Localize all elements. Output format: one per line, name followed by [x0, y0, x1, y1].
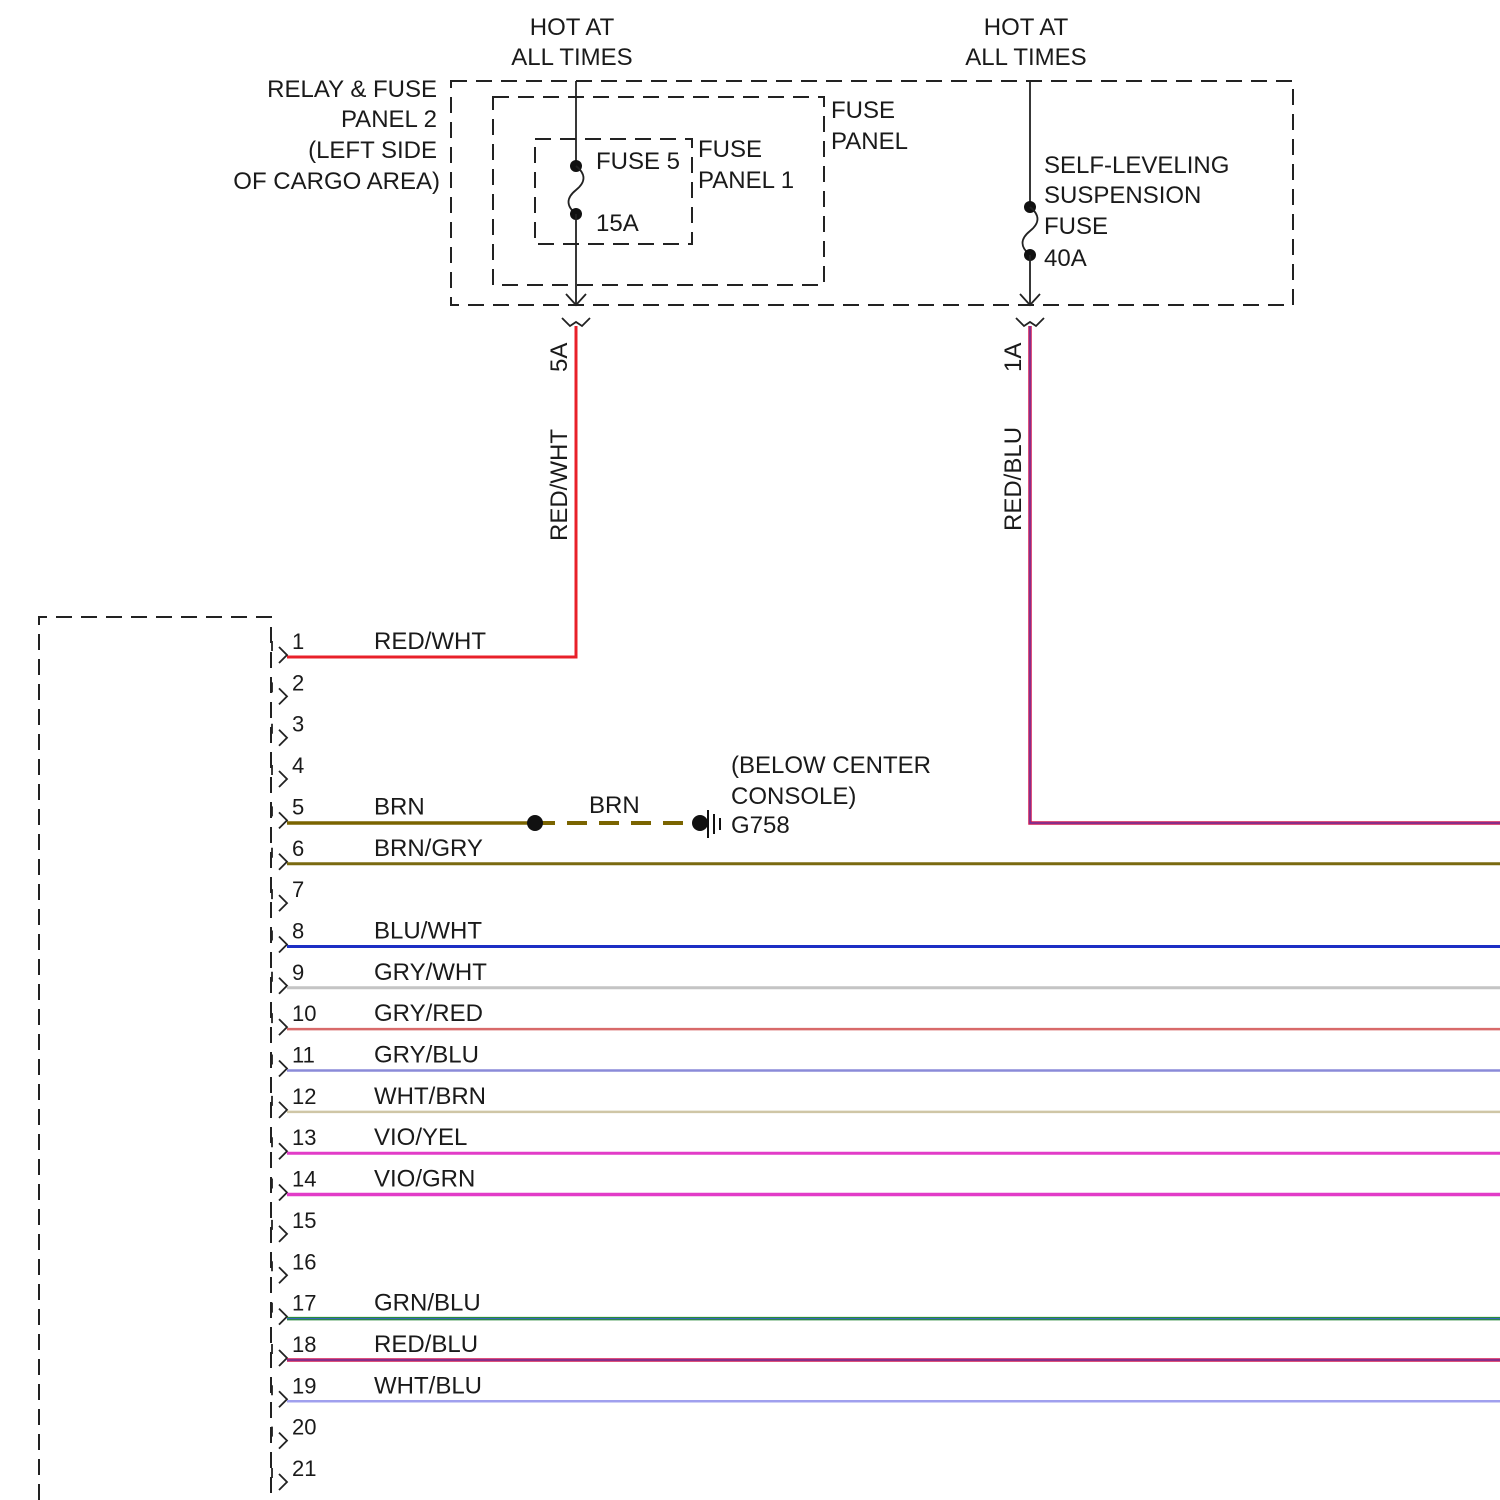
pin-connector-icon	[272, 1055, 287, 1077]
fuse-panel-label: FUSE	[831, 97, 895, 124]
svg-text:SUSPENSION: SUSPENSION	[1044, 182, 1201, 209]
splice-dot	[527, 815, 543, 831]
pin-connector-icon	[272, 682, 287, 704]
pin-connector-icon	[272, 848, 287, 870]
wire-label: GRY/BLU	[374, 1042, 479, 1069]
pin-connector-icon	[272, 1385, 287, 1407]
svg-text:RELAY & FUSE: RELAY & FUSE	[267, 76, 437, 103]
fuse-panel-1-label: FUSE	[698, 136, 762, 163]
pin-number: 8	[292, 918, 304, 943]
wire-label: BLU/WHT	[374, 917, 482, 944]
pin-connector-icon	[272, 1468, 287, 1490]
pin-number: 10	[292, 1001, 316, 1026]
wire-label: GRY/WHT	[374, 959, 487, 986]
fuse-panel-1-label: PANEL 1	[698, 167, 794, 194]
wire-label: VIO/GRN	[374, 1166, 475, 1193]
ground-id-label: G758	[731, 812, 790, 839]
hot-at-all-times-right-label: HOT AT	[984, 14, 1069, 41]
connector-5a-icon	[562, 318, 590, 326]
fuse-5-rating: 15A	[596, 210, 639, 237]
wire-label: WHT/BRN	[374, 1083, 486, 1110]
svg-text:40A: 40A	[1044, 245, 1087, 272]
ground-g758-icon	[708, 810, 720, 838]
pin-number: 6	[292, 836, 304, 861]
pin-number: 19	[292, 1373, 316, 1398]
pin-number: 2	[292, 670, 304, 695]
pin-number: 18	[292, 1332, 316, 1357]
wire-label: GRY/RED	[374, 1000, 483, 1027]
svg-text:FUSE: FUSE	[1044, 213, 1108, 240]
pin-connector-icon	[272, 972, 287, 994]
wire-red-wht-vertical	[287, 326, 576, 657]
pin-connector-icon	[272, 1303, 287, 1325]
fuse-5-label: FUSE 5	[596, 148, 680, 175]
pin-number: 20	[292, 1415, 316, 1440]
wire-label-red-blu-vertical: RED/BLU	[1000, 427, 1027, 531]
wire-label-brn-ground: BRN	[589, 792, 640, 819]
connector-pin-5a: 5A	[546, 343, 573, 372]
relay-fuse-panel-2-label: RELAY & FUSE PANEL 2 (LEFT SIDE OF CARGO…	[233, 76, 440, 195]
pin-number: 16	[292, 1249, 316, 1274]
pin-connector-icon	[272, 1096, 287, 1118]
wire-label: WHT/BLU	[374, 1372, 482, 1399]
wire-label: BRN/GRY	[374, 835, 483, 862]
wire-red-blu-vertical-stripe	[1030, 326, 1500, 823]
pin-connector-icon	[272, 1344, 287, 1366]
pin-number: 21	[292, 1456, 316, 1481]
pin-connector-icon	[272, 889, 287, 911]
wire-label-red-wht-vertical: RED/WHT	[546, 429, 573, 541]
wire-label: VIO/YEL	[374, 1124, 467, 1151]
pin-connector-icon	[272, 930, 287, 952]
pin-number: 12	[292, 1084, 316, 1109]
svg-text:SELF-LEVELING: SELF-LEVELING	[1044, 152, 1229, 179]
pin-connector-icon	[272, 1261, 287, 1283]
ground-location-label: CONSOLE)	[731, 783, 856, 810]
connector-1a-icon	[1016, 318, 1044, 326]
hot-at-all-times-left-label: ALL TIMES	[511, 44, 632, 71]
fuse-5	[566, 81, 586, 305]
wire-label: RED/BLU	[374, 1331, 478, 1358]
pin-connector-icon	[272, 724, 287, 746]
pin-number: 15	[292, 1208, 316, 1233]
pin-connector-icon	[272, 765, 287, 787]
pin-connector-icon	[272, 1220, 287, 1242]
wire-red-blu-vertical	[1030, 326, 1500, 823]
pin-number: 4	[292, 753, 304, 778]
fuse-panel-label: PANEL	[831, 128, 908, 155]
pin-connector-icon	[272, 1137, 287, 1159]
svg-text:(LEFT SIDE: (LEFT SIDE	[308, 137, 437, 164]
self-leveling-suspension-fuse-label: SELF-LEVELING SUSPENSION FUSE 40A	[1044, 152, 1229, 272]
self-leveling-suspension-fuse	[1020, 81, 1040, 305]
hot-at-all-times-right-label: ALL TIMES	[965, 44, 1086, 71]
wire-label: GRN/BLU	[374, 1290, 481, 1317]
pin-connector-icon	[272, 1179, 287, 1201]
pin-connector-icon	[272, 641, 287, 663]
component-outline	[39, 617, 271, 1500]
hot-at-all-times-left-label: HOT AT	[530, 14, 615, 41]
pin-number: 14	[292, 1167, 316, 1192]
connector-pin-1a: 1A	[1000, 343, 1027, 372]
wire-label: RED/WHT	[374, 628, 486, 655]
pin-connector-icon	[272, 1013, 287, 1035]
pin-number: 5	[292, 794, 304, 819]
svg-text:PANEL 2: PANEL 2	[341, 106, 437, 133]
pin-number: 1	[292, 629, 304, 654]
pin-connector-icon	[272, 806, 287, 828]
ground-location-label: (BELOW CENTER	[731, 752, 931, 779]
pin-number: 3	[292, 712, 304, 737]
pin-number: 9	[292, 960, 304, 985]
svg-text:OF CARGO AREA): OF CARGO AREA)	[233, 168, 440, 195]
pin-number: 7	[292, 877, 304, 902]
ground-dot	[692, 815, 708, 831]
pin-number: 17	[292, 1291, 316, 1316]
pin-number: 11	[292, 1043, 315, 1068]
pin-number: 13	[292, 1125, 316, 1150]
pin-connector-icon	[272, 1427, 287, 1449]
wire-label: BRN	[374, 793, 425, 820]
